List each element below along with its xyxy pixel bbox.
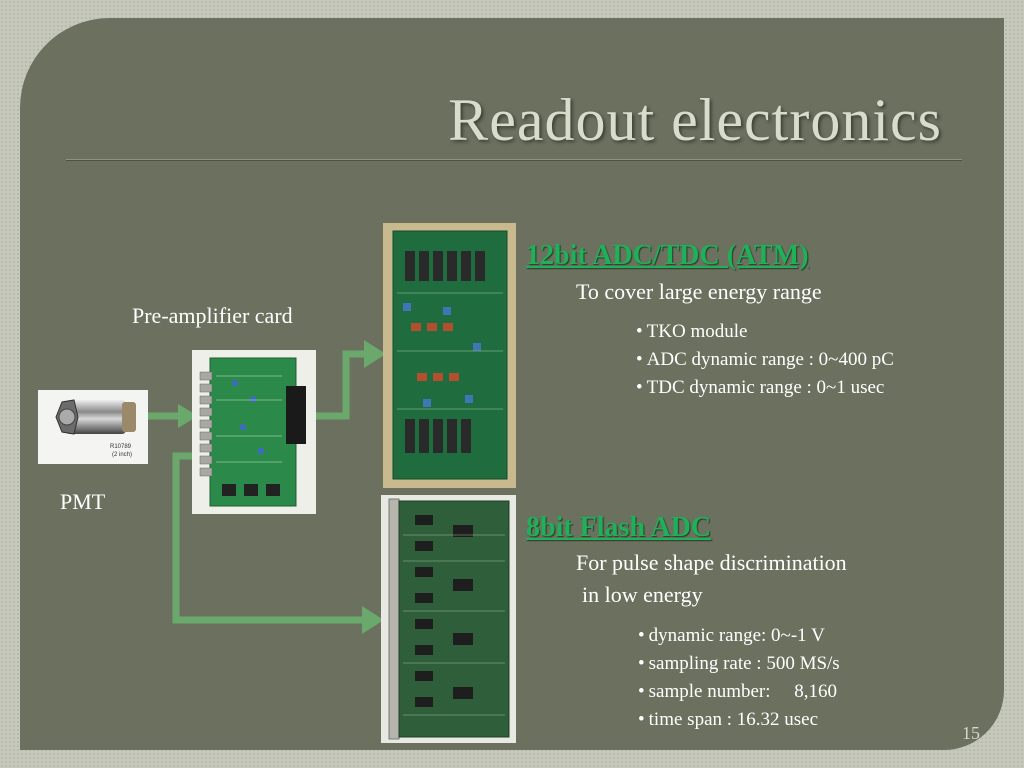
atm-bullet-list: TKO module ADC dynamic range : 0~400 pC …	[636, 318, 894, 402]
fadc-subtitle-line2: in low energy	[582, 582, 703, 607]
fadc-heading: 8bit Flash ADC	[526, 512, 712, 543]
list-item: sample number: 8,160	[638, 678, 840, 706]
arrow-preamp-to-fadc	[172, 452, 368, 624]
list-item: time span : 16.32 usec	[638, 706, 840, 734]
fadc-board-photo	[381, 495, 516, 743]
atm-board-photo	[383, 223, 516, 488]
atm-subtitle: To cover large energy range	[576, 279, 822, 304]
slide-number: 15	[962, 723, 980, 743]
pmt-photo: R10789 (2 inch)	[38, 390, 148, 464]
slide: Readout electronics	[20, 18, 1004, 750]
list-item: TKO module	[636, 318, 894, 346]
signal-arrows	[148, 340, 386, 634]
list-item: dynamic range: 0~-1 V	[638, 622, 840, 650]
arrow-preamp-to-atm	[316, 350, 370, 420]
title-divider	[66, 159, 962, 161]
slide-title: Readout electronics	[448, 87, 942, 153]
fadc-bullet-list: dynamic range: 0~-1 V sampling rate : 50…	[638, 622, 840, 734]
pmt-model: R10789	[110, 444, 132, 450]
preamp-label: Pre-amplifier card	[132, 303, 293, 328]
pmt-label: PMT	[60, 489, 106, 514]
pmt-size: (2 inch)	[112, 452, 132, 458]
fadc-subtitle-line1: For pulse shape discrimination	[576, 550, 847, 575]
list-item: ADC dynamic range : 0~400 pC	[636, 346, 894, 374]
list-item: sampling rate : 500 MS/s	[638, 650, 840, 678]
preamp-photo	[192, 350, 316, 514]
atm-heading: 12bit ADC/TDC (ATM)	[526, 240, 809, 271]
list-item: TDC dynamic range : 0~1 usec	[636, 374, 894, 402]
